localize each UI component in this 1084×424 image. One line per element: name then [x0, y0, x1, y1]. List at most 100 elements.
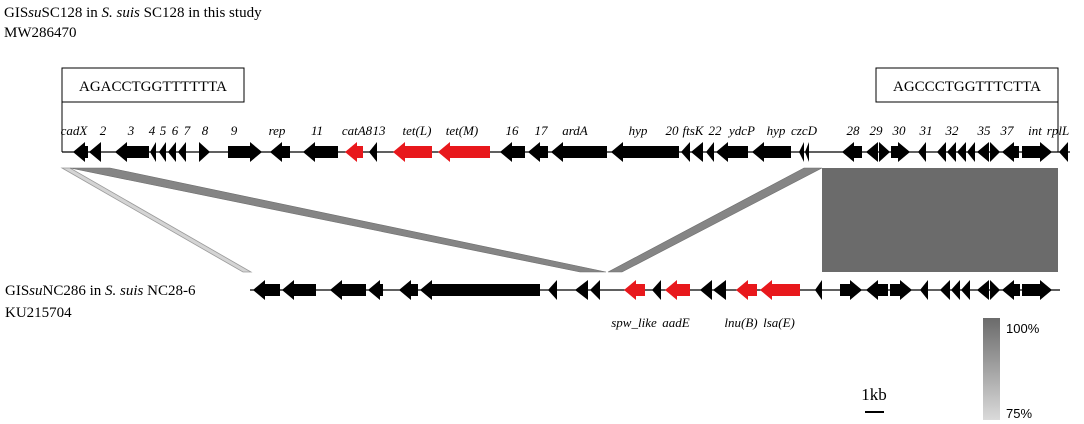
- top-resistance-gene-arrow: [345, 142, 363, 162]
- homology-band: [60, 167, 253, 273]
- bottom-gene-arrow: [399, 280, 418, 300]
- top-gene-arrow: [369, 142, 377, 162]
- top-island-accession: MW286470: [4, 25, 77, 41]
- bottom-gene-arrow: [368, 280, 383, 300]
- top-gene-label: cadX: [61, 123, 89, 138]
- top-gene-arrow: [866, 142, 878, 162]
- top-gene-label: hyp: [629, 123, 648, 138]
- top-gene-label: tet(L): [403, 123, 432, 138]
- identity-min-label: 75%: [1006, 406, 1032, 421]
- bottom-gene-arrow: [961, 280, 970, 300]
- left-repeat-box: [61, 67, 245, 103]
- top-gene-arrow: [150, 142, 156, 162]
- identity-max-label: 100%: [1006, 321, 1040, 336]
- top-gene-label: 16: [506, 123, 520, 138]
- top-gene-label: 4: [149, 123, 156, 138]
- homology-band: [607, 167, 823, 273]
- top-gene-arrow: [716, 142, 748, 162]
- bottom-island-accession: KU215704: [5, 305, 72, 321]
- top-gene-arrow: [551, 142, 607, 162]
- top-gene-arrow: [947, 142, 956, 162]
- right-repeat-box: [875, 67, 1059, 103]
- top-gene-label: 17: [535, 123, 549, 138]
- bottom-gene-arrow: [253, 280, 280, 300]
- top-gene-arrow: [842, 142, 862, 162]
- title-part: SC128 in this study: [140, 5, 262, 21]
- top-gene-label: int: [1028, 123, 1042, 138]
- top-gene-label: 22: [709, 123, 723, 138]
- top-gene-arrow: [199, 142, 210, 162]
- bottom-gene-arrow: [940, 280, 950, 300]
- title-part: S. suis: [105, 283, 144, 299]
- scale-bar-label: 1kb: [861, 385, 887, 404]
- top-gene-label: 20: [666, 123, 680, 138]
- bottom-resistance-gene-arrow: [665, 280, 690, 300]
- bottom-gene-arrow: [815, 280, 822, 300]
- homology-band: [69, 167, 607, 273]
- bottom-gene-arrow: [951, 280, 960, 300]
- top-gene-track: [73, 142, 1068, 162]
- top-gene-label: hyp: [767, 123, 786, 138]
- left-repeat-sequence: AGACCTGGTTTTTTA: [79, 79, 227, 95]
- top-gene-arrow: [1002, 142, 1019, 162]
- bottom-gene-arrow: [330, 280, 366, 300]
- top-gene-arrow: [115, 142, 149, 162]
- top-gene-arrow: [805, 142, 809, 162]
- bottom-gene-arrow: [977, 280, 989, 300]
- top-gene-arrow: [706, 142, 714, 162]
- top-gene-label: 6: [172, 123, 179, 138]
- title-part: S. suis: [102, 5, 141, 21]
- bottom-resistance-gene-arrow: [624, 280, 645, 300]
- bottom-resistance-gene-arrow: [736, 280, 757, 300]
- bottom-gene-arrow: [1002, 280, 1020, 300]
- top-gene-arrow: [681, 142, 690, 162]
- title-part: GIS: [4, 5, 28, 21]
- top-gene-label: 31: [919, 123, 933, 138]
- top-gene-arrow: [799, 142, 804, 162]
- bottom-resistance-gene-arrow: [760, 280, 800, 300]
- top-gene-arrow: [879, 142, 890, 162]
- top-gene-arrow: [1059, 142, 1068, 162]
- top-gene-arrow: [891, 142, 910, 162]
- title-part: SC128 in: [42, 5, 102, 21]
- top-resistance-gene-arrow: [438, 142, 490, 162]
- resistance-gene-label: lsa(E): [763, 315, 795, 330]
- top-gene-arrow: [977, 142, 989, 162]
- top-gene-label: ydcP: [727, 123, 755, 138]
- resistance-gene-label: aadE: [662, 315, 690, 330]
- bottom-gene-arrow: [700, 280, 712, 300]
- top-gene-label: tet(M): [446, 123, 478, 138]
- top-resistance-gene-arrow: [393, 142, 432, 162]
- top-island-title: GISsuSC128 in S. suis SC128 in this stud…: [4, 5, 262, 21]
- top-gene-label: 5: [160, 123, 167, 138]
- bottom-gene-arrow: [652, 280, 661, 300]
- bottom-gene-arrow: [420, 280, 540, 300]
- bottom-gene-arrow: [840, 280, 862, 300]
- top-gene-label: catA8: [342, 123, 373, 138]
- top-gene-arrow: [270, 142, 290, 162]
- bottom-gene-arrow: [590, 280, 600, 300]
- top-gene-label: rplL: [1047, 123, 1069, 138]
- top-gene-label: 8: [202, 123, 209, 138]
- top-gene-label: 2: [100, 123, 107, 138]
- top-gene-arrow: [937, 142, 946, 162]
- top-gene-label: 30: [892, 123, 907, 138]
- title-part: GIS: [5, 283, 29, 299]
- bottom-gene-arrow: [890, 280, 912, 300]
- bottom-gene-arrow: [1022, 280, 1052, 300]
- top-gene-arrow: [967, 142, 975, 162]
- top-gene-arrow: [990, 142, 1000, 162]
- top-gene-arrow: [500, 142, 525, 162]
- top-gene-arrow: [611, 142, 679, 162]
- bottom-gene-arrow: [575, 280, 588, 300]
- bottom-island-title: GISsuNC286 in S. suis NC28-6: [5, 283, 196, 299]
- title-part: NC286 in: [43, 283, 106, 299]
- top-gene-arrow: [957, 142, 966, 162]
- top-gene-arrow: [303, 142, 338, 162]
- resistance-gene-label: lnu(B): [724, 315, 757, 330]
- top-gene-label: 3: [127, 123, 135, 138]
- top-gene-label: 9: [231, 123, 238, 138]
- title-part: su: [28, 5, 41, 21]
- top-gene-label: 32: [945, 123, 960, 138]
